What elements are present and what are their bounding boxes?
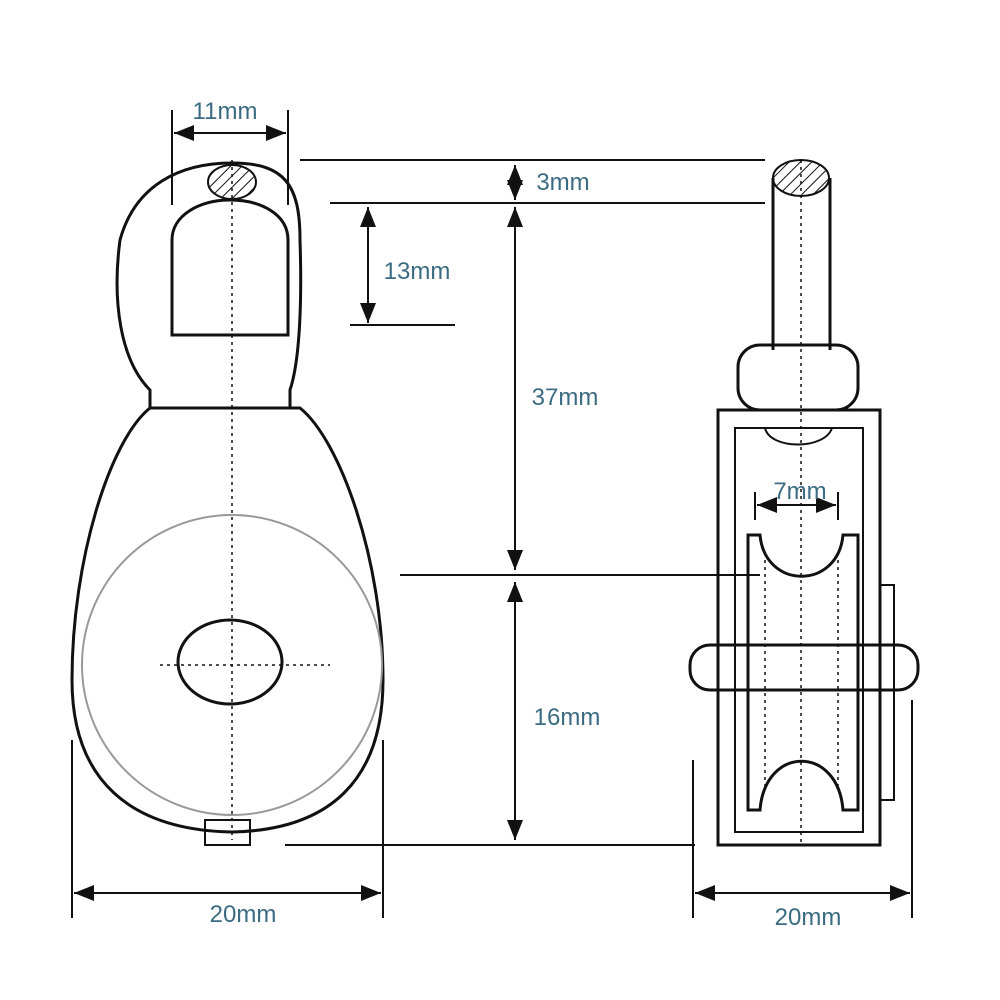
- bottom-tab: [204, 819, 251, 846]
- front-width-label: 20mm: [209, 901, 277, 928]
- eye-width-label: 11mm: [192, 98, 258, 125]
- axle-hub: [176, 618, 284, 706]
- sheave-outline: [81, 514, 383, 816]
- swivel-block: [736, 343, 860, 412]
- axle: [688, 643, 920, 692]
- eye-opening: [170, 198, 290, 337]
- dimension-lines: [71, 110, 913, 918]
- swivel-rod: [771, 178, 832, 350]
- eye-opening-height-label: 13mm: [383, 258, 451, 285]
- eye-top-thickness-label: 3mm: [536, 169, 590, 196]
- pulley-body: [70, 406, 385, 834]
- frame-outer: [716, 408, 882, 847]
- groove-width-label: 7mm: [773, 478, 827, 505]
- sheave-side: [746, 533, 860, 812]
- groove-top: [764, 427, 833, 446]
- side-plate: [879, 584, 895, 801]
- side-width-label: 20mm: [774, 904, 842, 931]
- front-view: [70, 160, 385, 846]
- swivel-eye: [115, 161, 303, 408]
- axle-to-bottom-label: 16mm: [533, 704, 601, 731]
- frame-inner: [734, 427, 864, 833]
- side-view: [688, 159, 920, 847]
- eye-to-axle-label: 37mm: [531, 384, 599, 411]
